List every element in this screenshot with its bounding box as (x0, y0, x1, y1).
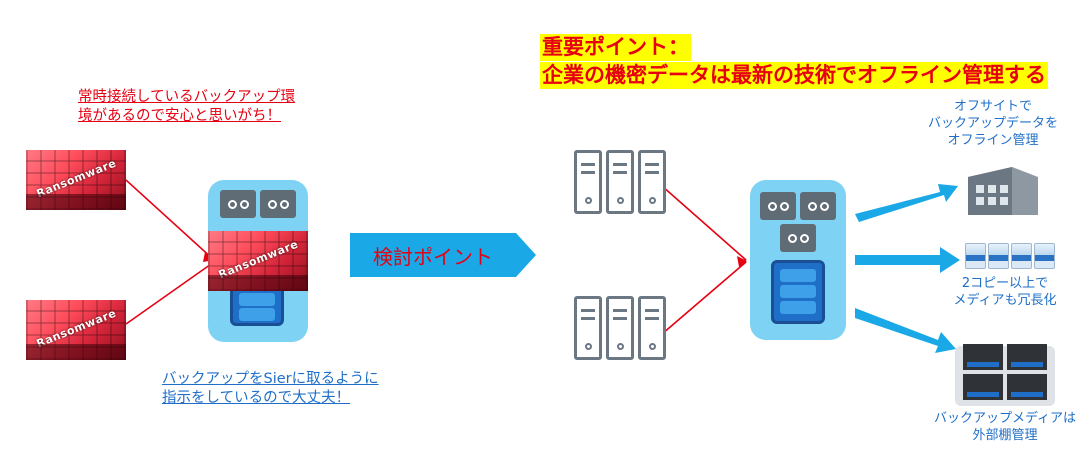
sier-instruction-note: バックアップをSierに取るように 指示をしているので大丈夫！ (162, 370, 392, 408)
copies-label-line1: 2コピー以上で (961, 276, 1049, 291)
blue-arrow-shelf (855, 308, 956, 353)
offsite-label: オフサイトで バックアップデータを オフライン管理 (918, 98, 1068, 149)
media-shelf-icon (955, 340, 1055, 406)
shelf-label: バックアップメディアは 外部棚管理 (930, 410, 1080, 444)
tape-icon (220, 190, 256, 218)
offsite-label-line2: バックアップデータを (927, 116, 1058, 131)
always-connected-note: 常時接続しているバックアップ環 境があるので安心と思いがち！ (78, 88, 318, 126)
consideration-point-arrow: 検討ポイント (350, 233, 536, 277)
tape-cartridge-icon (1034, 243, 1055, 269)
ransomware-image-top: Ransomware (26, 150, 126, 210)
tape-cartridge-icon (988, 243, 1009, 269)
red-arrowhead-right (737, 256, 747, 267)
tape-icon (800, 192, 836, 220)
server-icon-bottom (574, 296, 666, 360)
backup-appliance-right (750, 180, 846, 340)
offsite-label-line3: オフライン管理 (947, 133, 1039, 148)
red-line-top-right (661, 185, 747, 261)
sier-instruction-note-line1: バックアップをSierに取るように (162, 371, 379, 387)
red-line-top-left (125, 179, 215, 261)
tape-icon (260, 190, 296, 218)
blue-arrow-offsite (855, 184, 958, 222)
server-icon-top (574, 150, 666, 214)
tape-cartridge-icon (965, 243, 986, 269)
always-connected-note-line2: 境があるので安心と思いがち！ (78, 108, 281, 124)
tape-cartridge-icon (1011, 243, 1032, 269)
red-line-bottom-left (125, 261, 215, 325)
key-point-title: 重要ポイント： (540, 34, 691, 61)
copies-label-line2: メディアも冗長化 (953, 293, 1057, 308)
red-line-bottom-right (661, 261, 747, 335)
tape-media-icons (965, 243, 1055, 269)
tape-icon (760, 192, 796, 220)
consideration-point-label: 検討ポイント (373, 244, 493, 269)
ransomware-image-bottom: Ransomware (26, 300, 126, 360)
key-point-banner: 重要ポイント： 企業の機密データは最新の技術でオフライン管理する (540, 34, 1048, 89)
copies-label: 2コピー以上で メディアも冗長化 (930, 275, 1080, 309)
offsite-label-line1: オフサイトで (953, 99, 1032, 114)
offsite-building-icon (968, 167, 1038, 215)
sier-instruction-note-line2: 指示をしているので大丈夫！ (162, 390, 351, 406)
shelf-label-line1: バックアップメディアは (933, 411, 1077, 426)
shelf-label-line2: 外部棚管理 (972, 428, 1038, 443)
always-connected-note-line1: 常時接続しているバックアップ環 (78, 89, 296, 105)
tape-icon (780, 224, 816, 252)
storage-drive-icon (771, 260, 825, 324)
ransomware-image-overlay: Ransomware (208, 231, 308, 291)
key-point-text: 企業の機密データは最新の技術でオフライン管理する (540, 62, 1048, 89)
blue-arrow-copies (855, 247, 960, 273)
